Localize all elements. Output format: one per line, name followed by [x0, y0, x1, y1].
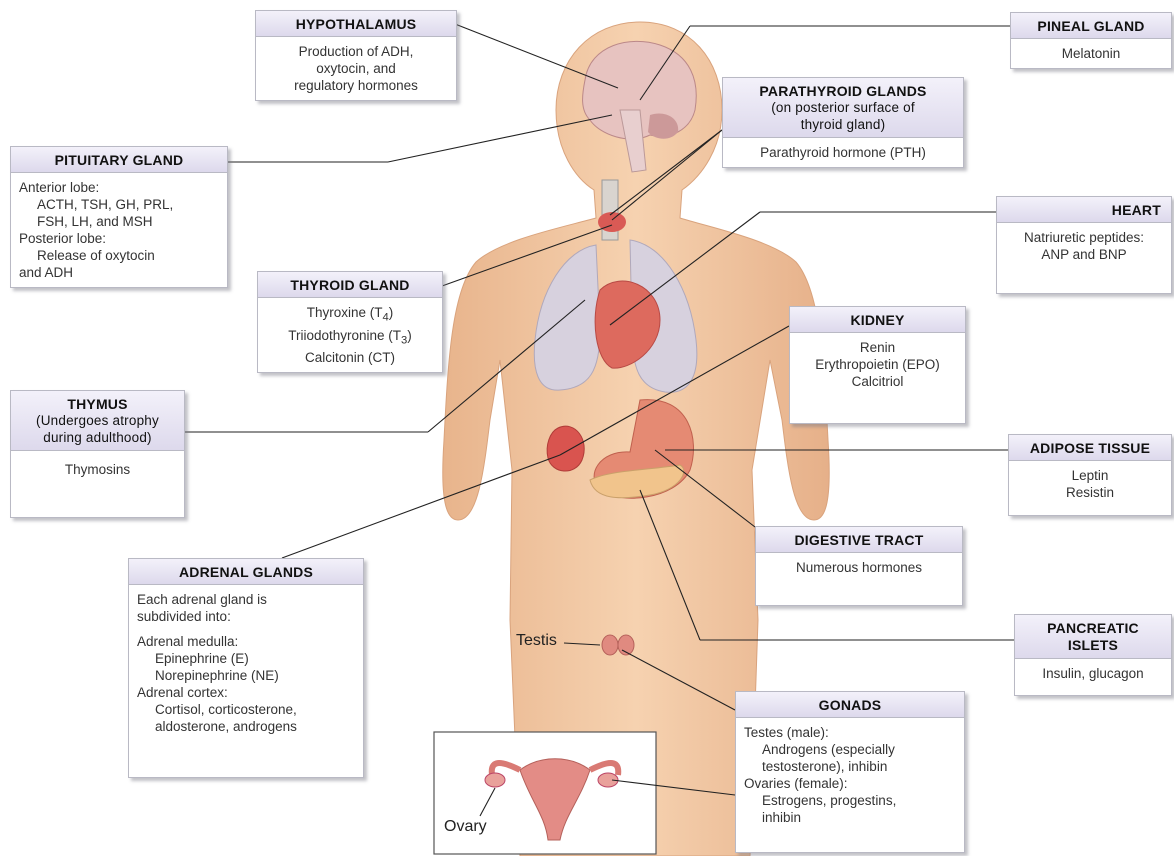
parathyroid-subtitle: thyroid gland)	[727, 116, 959, 133]
adrenal-line: aldosterone, androgens	[137, 718, 357, 735]
pancreatic-header: PANCREATIC ISLETS	[1015, 615, 1171, 659]
thyroid-body: Thyroxine (T4) Triiodothyronine (T3) Cal…	[258, 298, 442, 372]
pituitary-line: ACTH, TSH, GH, PRL,	[19, 196, 221, 213]
kidney-line: Erythropoietin (EPO)	[796, 356, 959, 373]
hypothalamus-box: HYPOTHALAMUS Production of ADH, oxytocin…	[255, 10, 457, 101]
parathyroid-body: Parathyroid hormone (PTH)	[723, 138, 963, 167]
digestive-line: Numerous hormones	[762, 559, 956, 576]
pituitary-line: and ADH	[19, 264, 221, 281]
gonads-line: testosterone), inhibin	[744, 758, 958, 775]
parathyroid-title: PARATHYROID GLANDS	[759, 83, 926, 99]
thymus-body: Thymosins	[11, 451, 184, 484]
digestive-title: DIGESTIVE TRACT	[756, 527, 962, 553]
pancreatic-islets-box: PANCREATIC ISLETS Insulin, glucagon	[1014, 614, 1172, 696]
thyroid-line: Calcitonin (CT)	[264, 349, 436, 366]
gonads-body: Testes (male): Androgens (especially tes…	[736, 718, 964, 832]
heart-line: Natriuretic peptides:	[1003, 229, 1165, 246]
gonads-box: GONADS Testes (male): Androgens (especia…	[735, 691, 965, 853]
pituitary-line: Posterior lobe:	[19, 230, 221, 247]
heart-body: Natriuretic peptides: ANP and BNP	[997, 223, 1171, 269]
gonads-line: inhibin	[744, 809, 958, 826]
testis-label: Testis	[516, 632, 557, 650]
pineal-gland-box: PINEAL GLAND Melatonin	[1010, 12, 1172, 69]
adrenal-spacer	[137, 625, 357, 633]
thyroid-title: THYROID GLAND	[258, 272, 442, 298]
thyroid-line: Thyroxine (T4)	[264, 304, 436, 327]
adrenal-line: Each adrenal gland is	[137, 591, 357, 608]
kidney-body: Renin Erythropoietin (EPO) Calcitriol	[790, 333, 965, 396]
digestive-tract-box: DIGESTIVE TRACT Numerous hormones	[755, 526, 963, 606]
adrenal-glands-box: ADRENAL GLANDS Each adrenal gland is sub…	[128, 558, 364, 778]
thymus-title: THYMUS	[67, 396, 127, 412]
pineal-line: Melatonin	[1017, 45, 1165, 62]
thyroid-subscript: 3	[401, 334, 407, 346]
adipose-tissue-box: ADIPOSE TISSUE Leptin Resistin	[1008, 434, 1172, 516]
thyroid-gland-box: THYROID GLAND Thyroxine (T4) Triiodothyr…	[257, 271, 443, 373]
pineal-body: Melatonin	[1011, 39, 1171, 68]
pancreatic-title: ISLETS	[1019, 637, 1167, 654]
gonads-line: Testes (male):	[744, 724, 958, 741]
hypothalamus-title: HYPOTHALAMUS	[256, 11, 456, 37]
gonads-line: Androgens (especially	[744, 741, 958, 758]
parathyroid-header: PARATHYROID GLANDS (on posterior surface…	[723, 78, 963, 138]
thymus-subtitle: (Undergoes atrophy	[15, 412, 180, 429]
hypothalamus-body: Production of ADH, oxytocin, and regulat…	[256, 37, 456, 100]
gonads-title: GONADS	[736, 692, 964, 718]
heart-title: HEART	[997, 197, 1171, 223]
parathyroid-subtitle: (on posterior surface of	[727, 99, 959, 116]
heart-box: HEART Natriuretic peptides: ANP and BNP	[996, 196, 1172, 294]
adrenal-line: Norepinephrine (NE)	[137, 667, 357, 684]
adipose-line: Resistin	[1015, 484, 1165, 501]
adipose-title: ADIPOSE TISSUE	[1009, 435, 1171, 461]
thyroid-line-text: Triiodothyronine (T	[288, 328, 401, 343]
thyroid-line-text: Thyroxine (T	[307, 305, 383, 320]
pituitary-line: Anterior lobe:	[19, 179, 221, 196]
hypothalamus-line: Production of ADH,	[262, 43, 450, 60]
thymus-line: Thymosins	[17, 461, 178, 478]
hypothalamus-line: regulatory hormones	[262, 77, 450, 94]
parathyroid-glands-box: PARATHYROID GLANDS (on posterior surface…	[722, 77, 964, 168]
adrenal-line: Cortisol, corticosterone,	[137, 701, 357, 718]
pituitary-line: Release of oxytocin	[19, 247, 221, 264]
pituitary-line: FSH, LH, and MSH	[19, 213, 221, 230]
adrenal-line: Adrenal cortex:	[137, 684, 357, 701]
testis-left	[602, 635, 618, 655]
adrenal-line: Epinephrine (E)	[137, 650, 357, 667]
pituitary-title: PITUITARY GLAND	[11, 147, 227, 173]
pancreatic-line: Insulin, glucagon	[1021, 665, 1165, 682]
adrenal-title: ADRENAL GLANDS	[129, 559, 363, 585]
thyroid-line: Triiodothyronine (T3)	[264, 327, 436, 350]
adrenal-line: subdivided into:	[137, 608, 357, 625]
ovary-left	[485, 773, 505, 787]
pancreatic-title: PANCREATIC	[1019, 620, 1167, 637]
gonads-line: Estrogens, progestins,	[744, 792, 958, 809]
hypothalamus-line: oxytocin, and	[262, 60, 450, 77]
heart-line: ANP and BNP	[1003, 246, 1165, 263]
thymus-header: THYMUS (Undergoes atrophy during adultho…	[11, 391, 184, 451]
adrenal-line: Adrenal medulla:	[137, 633, 357, 650]
thymus-box: THYMUS (Undergoes atrophy during adultho…	[10, 390, 185, 518]
gonads-line: Ovaries (female):	[744, 775, 958, 792]
pineal-title: PINEAL GLAND	[1011, 13, 1171, 39]
kidney-line: Renin	[796, 339, 959, 356]
pituitary-gland-box: PITUITARY GLAND Anterior lobe: ACTH, TSH…	[10, 146, 228, 288]
pancreatic-body: Insulin, glucagon	[1015, 659, 1171, 688]
adipose-line: Leptin	[1015, 467, 1165, 484]
pituitary-body: Anterior lobe: ACTH, TSH, GH, PRL, FSH, …	[11, 173, 227, 287]
ovary-label: Ovary	[444, 818, 487, 836]
kidney-box: KIDNEY Renin Erythropoietin (EPO) Calcit…	[789, 306, 966, 424]
adipose-body: Leptin Resistin	[1009, 461, 1171, 507]
kidney-line: Calcitriol	[796, 373, 959, 390]
adrenal-body: Each adrenal gland is subdivided into: A…	[129, 585, 363, 741]
kidney-organ	[547, 426, 584, 471]
thymus-subtitle: during adulthood)	[15, 429, 180, 446]
kidney-title: KIDNEY	[790, 307, 965, 333]
parathyroid-line: Parathyroid hormone (PTH)	[729, 144, 957, 161]
digestive-body: Numerous hormones	[756, 553, 962, 582]
thyroid-subscript: 4	[383, 312, 389, 324]
